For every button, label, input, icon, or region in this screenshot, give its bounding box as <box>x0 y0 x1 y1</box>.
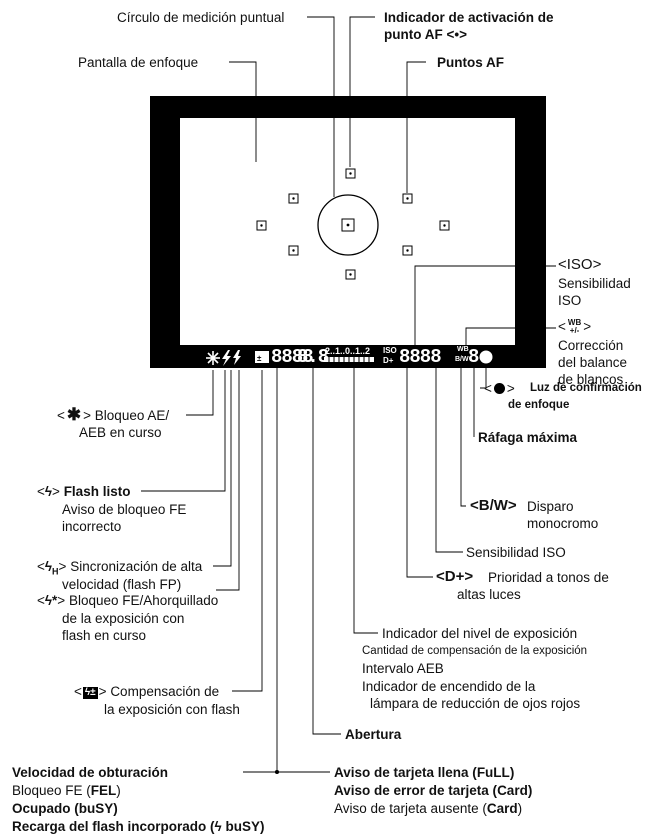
lcd-bw-small: B/W <box>455 356 469 363</box>
label-focus-confirm-1: Luz de confirmación <box>530 382 642 394</box>
flash-star-icon: ϟ* <box>44 593 58 608</box>
label-iso-2: ISO <box>558 293 582 308</box>
label-wb-2: del balance <box>558 355 628 370</box>
label-card-full: Aviso de tarjeta llena (FuLL) <box>334 765 515 780</box>
label-fe-lock-3: flash en curso <box>62 628 147 643</box>
label-iso-sens: Sensibilidad ISO <box>466 545 566 560</box>
label-burst: Ráfaga máxima <box>478 430 578 445</box>
label-recharge: Recarga del flash incorporado (ϟ buSY) <box>12 819 265 834</box>
label-busy: Ocupado (buSY) <box>12 801 118 816</box>
label-iso-tag: <ISO> <box>558 256 602 273</box>
label-flash-ready: Flash listo <box>63 484 131 499</box>
label-spot-metering: Círculo de medición puntual <box>117 10 285 25</box>
flash-h-icon: ϟH <box>44 559 59 577</box>
flash-comp-tag: <ϟ±> Compensación de <box>74 684 220 699</box>
label-focus-screen: Pantalla de enfoque <box>78 55 199 70</box>
label-card-none: Aviso de tarjeta ausente (Card) <box>334 801 523 816</box>
flash-bolt-icon: ϟ <box>44 484 53 499</box>
label-dplus-1: Prioridad a tonos de <box>488 570 609 585</box>
ae-lock-icon <box>206 351 220 365</box>
wb-icon: WB+/- <box>567 318 582 336</box>
asterisk-icon: ✱ <box>66 405 82 424</box>
label-redeye-1: Indicador de encendido de la <box>362 679 536 694</box>
label-flash-ready-2: Aviso de bloqueo FE <box>62 502 187 517</box>
spot-metering-circle <box>317 194 379 256</box>
lcd-shutter-digits: 8888 <box>271 346 314 368</box>
label-redeye-2: lámpara de reducción de ojos rojos <box>370 696 581 711</box>
wb-tag: <WB+/-> <box>558 318 592 336</box>
lcd-wb-small: WB <box>457 346 469 353</box>
label-af-points: Puntos AF <box>437 55 504 70</box>
hs-sync-tag: <ϟH> Sincronización de alta <box>37 559 203 577</box>
lcd-dplus-small: D+ <box>383 356 394 365</box>
focus-confirm-tag: <> <box>484 381 515 396</box>
lcd-aperture-digits: 8.8 <box>297 346 329 368</box>
lcd-iso-digits: 8888 <box>399 346 442 368</box>
focus-confirmation-light <box>479 350 493 364</box>
label-hs-sync-1: Sincronización de alta <box>70 559 203 574</box>
flash-comp-icon-small: ϟ± <box>82 687 98 699</box>
label-bw-tag: <B/W> <box>470 497 517 514</box>
flash-bolt-icon-small: ϟ <box>214 819 226 834</box>
flash-ready-tag: <ϟ> Flash listo <box>37 484 131 499</box>
label-iso-1: Sensibilidad <box>558 276 631 291</box>
label-fe-lock-2: de la exposición con <box>62 611 185 626</box>
flash-comp-icon <box>255 351 269 363</box>
viewfinder-frame <box>150 96 546 368</box>
label-wb-3: de blancos <box>558 372 624 387</box>
label-hs-sync-2: velocidad (flash FP) <box>62 577 182 592</box>
label-flash-ready-3: incorrecto <box>62 519 122 534</box>
label-aperture: Abertura <box>345 727 402 742</box>
label-aeb: Intervalo AEB <box>362 661 444 676</box>
flash-fe-icon <box>233 350 241 365</box>
label-exp-comp: Cantidad de compensación de la exposició… <box>362 645 588 657</box>
label-bw-2: monocromo <box>527 516 599 531</box>
label-af-indicator-2: punto AF <•> <box>384 27 467 42</box>
label-shutter: Velocidad de obturación <box>12 765 169 780</box>
lcd-burst-digits: 8 <box>468 346 480 368</box>
label-fe-lock: Bloqueo FE (FEL) <box>12 783 121 798</box>
af-points <box>256 168 450 280</box>
lcd-exposure-scale: 2..1..0..1..2 <box>325 346 371 356</box>
label-af-indicator-1: Indicador de activación de <box>384 10 554 25</box>
label-flash-comp-2: la exposición con flash <box>104 702 240 717</box>
flash-icon <box>222 350 231 366</box>
label-wb-1: Corrección <box>558 338 624 353</box>
label-card-error: Aviso de error de tarjeta (Card) <box>334 783 533 798</box>
label-dplus-tag: <D+> <box>436 568 474 585</box>
label-fe-lock-1: Bloqueo FE/Ahorquillado <box>68 593 219 608</box>
af-point-dots <box>260 172 446 276</box>
label-flash-comp-1: Compensación de <box>110 684 220 699</box>
lcd-iso-small: ISO <box>383 346 397 355</box>
label-focus-confirm-2: de enfoque <box>508 399 570 411</box>
label-dplus-2: altas luces <box>457 587 521 602</box>
svg-text:±: ± <box>257 354 262 363</box>
filled-circle-icon <box>493 383 505 394</box>
fe-lock-tag: <ϟ*> Bloqueo FE/Ahorquillado <box>37 593 219 608</box>
label-ae-lock-2: AEB en curso <box>79 425 162 440</box>
label-ae-lock-1: Bloqueo AE/ <box>94 408 170 423</box>
label-exp-level: Indicador del nivel de exposición <box>382 626 578 641</box>
ae-lock-tag: <✱> Bloqueo AE/ <box>57 405 170 424</box>
label-bw-1: Disparo <box>527 499 574 514</box>
